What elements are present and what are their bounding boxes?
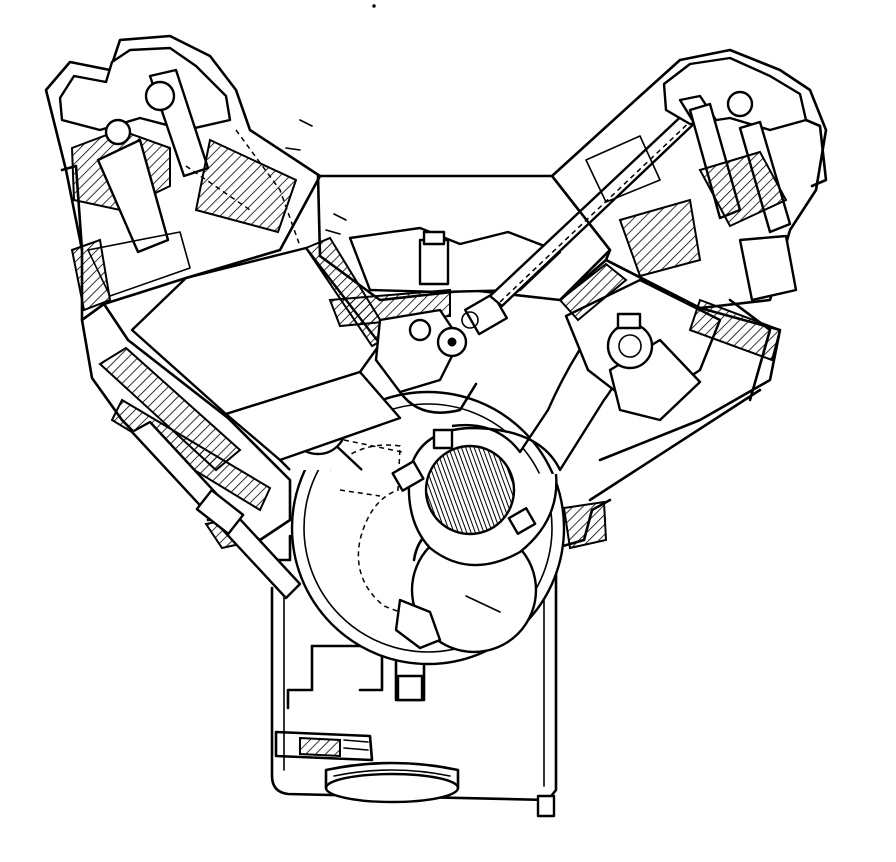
left-cylinder-head	[44, 34, 322, 322]
detail-marks	[285, 4, 501, 613]
right-cylinder-head	[550, 48, 828, 310]
connecting-rod-right	[391, 318, 625, 567]
right-cylinder-bank	[558, 258, 782, 462]
left-cylinder-bank	[80, 236, 402, 600]
oil-pump-pickup	[274, 660, 556, 818]
intake-manifold	[316, 174, 612, 414]
